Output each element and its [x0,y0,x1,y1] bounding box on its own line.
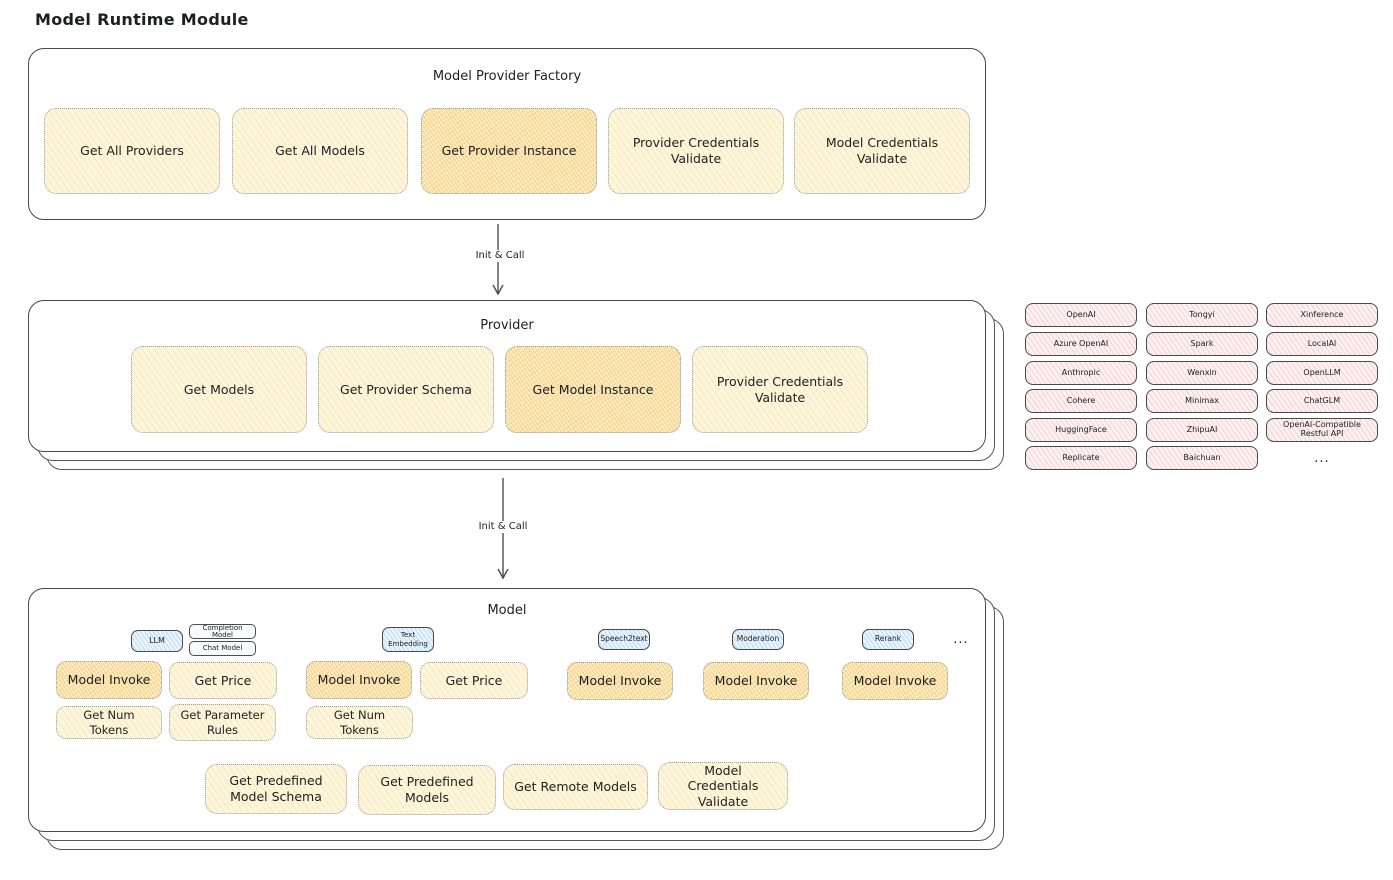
model-title: Model [487,603,527,618]
speech2text-model-invoke-button: Model Invoke [567,662,673,700]
text-embedding-model-invoke-button: Model Invoke [306,661,412,699]
provider-button-get-models: Get Models [131,346,307,433]
llm-get-price-button: Get Price [169,662,277,699]
get-predefined-models-button: Get Predefined Models [358,765,496,815]
init-call-label-1: Init & Call [468,250,532,262]
factory-button-get-provider-instance: Get Provider Instance [421,108,597,194]
rerank-model-invoke-button: Model Invoke [842,662,948,700]
catalog-pill-cohere: Cohere [1025,389,1137,413]
catalog-pill-chatglm: ChatGLM [1266,389,1378,413]
catalog-pill-huggingface: HuggingFace [1025,418,1137,442]
model-box: Model LLM Completion Model Chat Model Te… [28,588,986,832]
catalog-pill-openllm: OpenLLM [1266,361,1378,385]
catalog-pill-xinference: Xinference [1266,303,1378,327]
tab-rerank: Rerank [862,629,914,650]
text-embedding-get-price-button: Get Price [420,662,528,699]
llm-model-invoke-button: Model Invoke [56,661,162,699]
catalog-pill-wenxin: Wenxin [1146,361,1258,385]
llm-get-parameter-rules-button: Get Parameter Rules [169,704,276,741]
provider-title: Provider [480,318,534,333]
llm-get-num-tokens-button: Get Num Tokens [56,706,162,739]
provider-button-provider-credentials-validate: Provider Credentials Validate [692,346,868,433]
catalog-pill-azure-openai: Azure OpenAI [1025,332,1137,356]
factory-button-provider-credentials-validate: Provider Credentials Validate [608,108,784,194]
subtab-completion-model: Completion Model [189,624,256,639]
catalog-pill-minimax: Minimax [1146,389,1258,413]
catalog-more-ellipsis: ... [1314,450,1330,466]
tab-text-embedding: Text Embedding [382,627,434,652]
factory-title: Model Provider Factory [432,69,582,84]
tab-moderation: Moderation [732,629,784,650]
get-predefined-model-schema-button: Get Predefined Model Schema [205,764,347,814]
get-remote-models-button: Get Remote Models [503,764,648,810]
provider-button-get-provider-schema: Get Provider Schema [318,346,494,433]
factory-button-model-credentials-validate: Model Credentials Validate [794,108,970,194]
provider-button-get-model-instance: Get Model Instance [505,346,681,433]
catalog-pill-openai-compatible: OpenAI-Compatible Restful API [1266,418,1378,442]
catalog-pill-openai: OpenAI [1025,303,1137,327]
catalog-pill-spark: Spark [1146,332,1258,356]
catalog-pill-tongyi: Tongyi [1146,303,1258,327]
factory-button-get-all-providers: Get All Providers [44,108,220,194]
page-title: Model Runtime Module [35,10,249,29]
provider-box: Provider Get Models Get Provider Schema … [28,300,986,452]
catalog-pill-replicate: Replicate [1025,446,1137,470]
catalog-pill-localai: LocalAI [1266,332,1378,356]
subtab-chat-model: Chat Model [189,641,256,656]
tab-llm: LLM [131,630,183,652]
catalog-pill-baichuan: Baichuan [1146,446,1258,470]
tabs-more-ellipsis: ... [953,631,969,647]
moderation-model-invoke-button: Model Invoke [703,662,809,700]
text-embedding-get-num-tokens-button: Get Num Tokens [306,706,413,739]
tab-speech2text: Speech2text [598,629,650,650]
factory-button-get-all-models: Get All Models [232,108,408,194]
catalog-pill-anthropic: Anthropic [1025,361,1137,385]
provider-catalog: OpenAI Tongyi Xinference Azure OpenAI Sp… [1025,300,1379,472]
init-call-label-2: Init & Call [473,521,533,533]
catalog-pill-zhipuai: ZhipuAI [1146,418,1258,442]
model-credentials-validate-button: Model Credentials Validate [658,762,788,810]
factory-box: Model Provider Factory Get All Providers… [28,48,986,220]
